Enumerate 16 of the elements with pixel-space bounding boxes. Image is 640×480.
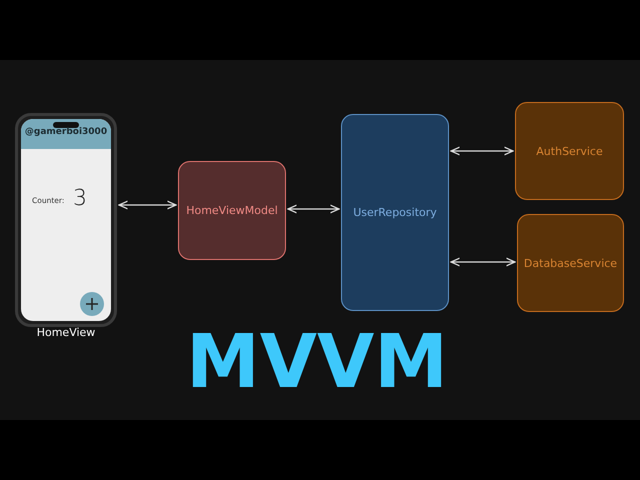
node-label: AuthService bbox=[536, 144, 603, 158]
node-label: HomeView bbox=[36, 326, 96, 339]
node-label: HomeViewModel bbox=[186, 204, 278, 217]
component-box bbox=[341, 114, 449, 311]
node-label: UserRepository bbox=[353, 206, 437, 219]
title: MVVM bbox=[185, 320, 449, 404]
component-box bbox=[515, 102, 624, 200]
counter-value: 3 bbox=[73, 186, 87, 211]
arrow bbox=[118, 200, 177, 210]
node-label: DatabaseService bbox=[524, 256, 618, 270]
component-box bbox=[517, 214, 624, 312]
component-box bbox=[178, 161, 286, 260]
arrow bbox=[287, 204, 340, 214]
username-text: @gamerboi3000 bbox=[24, 127, 108, 137]
arrow bbox=[450, 146, 514, 156]
arrow bbox=[450, 258, 516, 266]
